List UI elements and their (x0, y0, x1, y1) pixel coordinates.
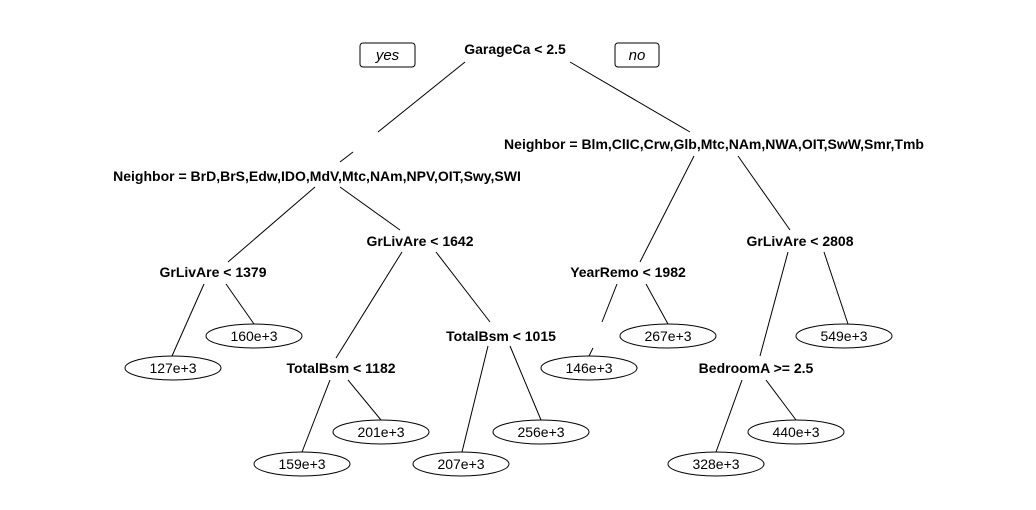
leaf-146: 146e+3 (540, 355, 638, 381)
leaf-549-value: 549e+3 (820, 328, 867, 344)
split-grliv-2808: GrLivAre < 2808 (746, 233, 853, 249)
edge-bedroom-440 (765, 379, 797, 421)
yes-label-box (359, 42, 416, 68)
edge-yearremo-267 (645, 283, 669, 325)
edge-grliv1642-totalbsm1182 (335, 251, 403, 359)
edge-nl-grliv1379 (227, 186, 316, 263)
leaf-328: 328e+3 (667, 451, 765, 477)
split-neighbor-left: Neighbor = BrD,BrS,Edw,IDO,MdV,Mtc,NAm,N… (113, 168, 521, 184)
leaf-267: 267e+3 (619, 323, 717, 349)
split-nodes: GarageCa < 2.5 Neighbor = BrD,BrS,Edw,ID… (113, 41, 924, 376)
leaf-267-value: 267e+3 (644, 328, 691, 344)
no-label-box (614, 42, 660, 68)
no-label: no (629, 47, 646, 64)
edge-grliv2808-549 (823, 251, 849, 325)
edge-tb1182-201 (347, 379, 382, 421)
leaf-440-oval (747, 419, 845, 445)
edge-yearremo-146b (588, 347, 594, 357)
leaf-201: 201e+3 (332, 419, 430, 445)
leaf-549-oval (795, 323, 893, 349)
leaf-146-oval (540, 355, 638, 381)
leaf-146-value: 146e+3 (565, 360, 612, 376)
edge-grliv1642-totalbsm1015 (435, 251, 491, 323)
leaf-267-oval (619, 323, 717, 349)
edge-grliv1379-127 (171, 283, 205, 357)
leaf-160: 160e+3 (205, 323, 303, 349)
leaf-127-value: 127e+3 (149, 360, 196, 376)
edge-nr-yearremo (639, 155, 695, 263)
edge-root-left-2 (339, 151, 354, 163)
leaf-160-oval (205, 323, 303, 349)
leaf-nodes: 127e+3 160e+3 159e+3 201e+3 207e+3 256e+… (124, 323, 893, 477)
edge-grliv1379-160 (225, 283, 255, 325)
split-grliv-1642: GrLivAre < 1642 (366, 233, 473, 249)
leaf-160-value: 160e+3 (230, 328, 277, 344)
edge-yearremo-146 (601, 283, 618, 323)
leaf-440: 440e+3 (747, 419, 845, 445)
branch-labels: yes no (359, 42, 660, 68)
edge-tb1182-159 (301, 379, 331, 453)
edge-root-right (569, 61, 691, 133)
edge-grliv2808-bedroom (759, 251, 789, 357)
leaf-440-value: 440e+3 (772, 424, 819, 440)
leaf-207-value: 207e+3 (437, 456, 484, 472)
leaf-256-oval (492, 419, 590, 445)
split-grliv-1379: GrLivAre < 1379 (159, 264, 266, 280)
edge-nr-grliv2808 (737, 155, 791, 231)
leaf-201-value: 201e+3 (357, 424, 404, 440)
leaf-207: 207e+3 (412, 451, 510, 477)
leaf-328-value: 328e+3 (692, 456, 739, 472)
leaf-159-oval (253, 451, 351, 477)
leaf-256-value: 256e+3 (517, 424, 564, 440)
edge-bedroom-328 (715, 379, 743, 453)
edge-nl-grliv1642 (339, 186, 401, 231)
leaf-159: 159e+3 (253, 451, 351, 477)
split-neighbor-right: Neighbor = Blm,ClIC,Crw,Glb,Mtc,NAm,NWA,… (504, 136, 924, 152)
leaf-201-oval (332, 419, 430, 445)
tree-edges (171, 61, 849, 453)
edge-tb1015-207 (461, 345, 489, 453)
leaf-256: 256e+3 (492, 419, 590, 445)
leaf-328-oval (667, 451, 765, 477)
edge-root-left (377, 61, 466, 133)
split-totalbsm-1182: TotalBsm < 1182 (286, 360, 395, 376)
leaf-159-value: 159e+3 (278, 456, 325, 472)
split-garage: GarageCa < 2.5 (464, 41, 566, 57)
leaf-549: 549e+3 (795, 323, 893, 349)
leaf-207-oval (412, 451, 510, 477)
edge-tb1015-256 (509, 345, 542, 421)
leaf-127: 127e+3 (124, 355, 222, 381)
yes-label: yes (375, 47, 400, 64)
split-bedroom: BedroomA >= 2.5 (699, 360, 814, 376)
split-yearremo-1982: YearRemo < 1982 (570, 264, 686, 280)
leaf-127-oval (124, 355, 222, 381)
split-totalbsm-1015: TotalBsm < 1015 (446, 328, 556, 344)
